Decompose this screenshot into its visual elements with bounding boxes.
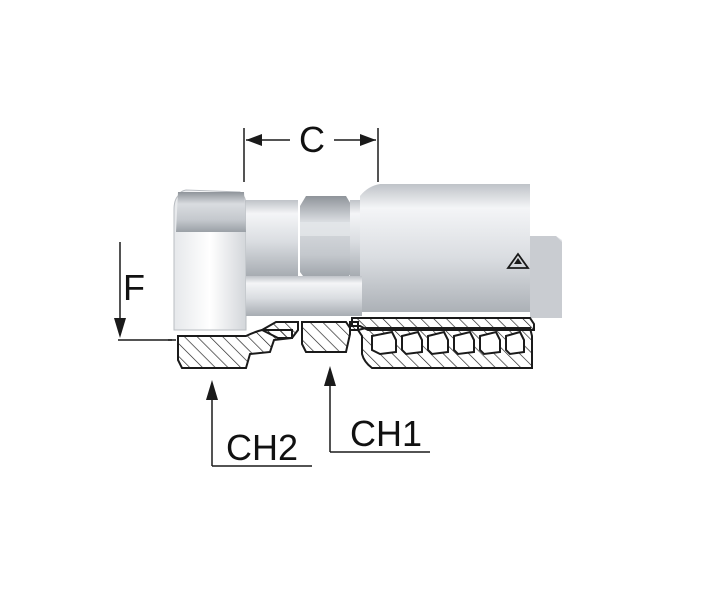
ferrule-body [360, 184, 562, 318]
fitting-section [168, 317, 535, 369]
arrowhead-icon [206, 380, 218, 400]
body-seat-section [259, 321, 299, 339]
arrowhead-icon [360, 134, 376, 146]
dimension-c-label: C [299, 119, 325, 160]
arrowhead-icon [246, 134, 262, 146]
neck-section [246, 200, 298, 276]
ch1-label: CH1 [350, 413, 422, 454]
step-collar [350, 200, 360, 276]
hex-ch1 [300, 196, 352, 280]
dimension-f: F [114, 242, 172, 341]
arrowhead-icon [114, 318, 126, 338]
hex-section [301, 321, 351, 353]
arrowhead-icon [324, 366, 336, 386]
dimension-c: C [243, 119, 379, 182]
leader-ch1: CH1 [324, 366, 430, 454]
ch2-label: CH2 [226, 427, 298, 468]
inner-body [246, 276, 362, 316]
dimension-f-label: F [123, 267, 145, 308]
leader-ch2: CH2 [206, 380, 312, 468]
triangle-logo-icon [506, 252, 530, 269]
barbed-stem-section [351, 317, 535, 331]
fitting-exterior [173, 184, 562, 331]
swivel-nut-top [176, 192, 246, 232]
